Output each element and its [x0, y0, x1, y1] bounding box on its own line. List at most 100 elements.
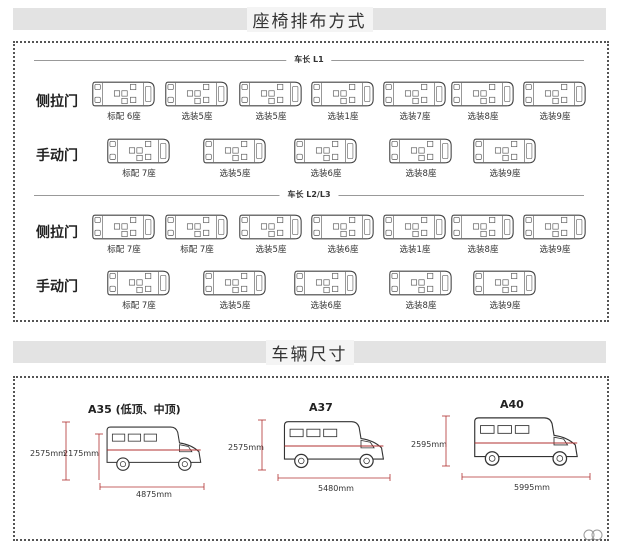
section-l23: 车长 L2/L3 — [34, 189, 584, 200]
a37-height: 2575mm — [228, 443, 264, 452]
layout-caption: 选装5座 — [255, 112, 287, 122]
dimensions-panel — [13, 376, 609, 541]
layout-diagram: 选装8座 — [447, 213, 519, 255]
layout-caption: 选装5座 — [219, 301, 251, 311]
layout-caption: 选装9座 — [539, 245, 571, 255]
van-top-view-icon — [381, 213, 449, 241]
row-label-side-door: 侧拉门 — [36, 94, 78, 110]
row-label-manual-door: 手动门 — [36, 148, 78, 164]
layout-caption: 标配 6座 — [107, 112, 141, 122]
van-top-view-icon — [292, 269, 360, 297]
van-top-view-icon — [387, 137, 455, 165]
layout-caption: 选装5座 — [219, 169, 251, 179]
layout-caption: 选装1座 — [327, 112, 359, 122]
section-l23-label: 车长 L2/L3 — [279, 189, 339, 200]
a37-van-side-icon — [276, 418, 390, 474]
van-top-view-icon — [237, 80, 305, 108]
layout-diagram: 选装5座 — [235, 80, 307, 122]
seating-panel — [13, 41, 609, 322]
a35-title: A35 (低顶、中顶) — [88, 403, 181, 416]
layout-caption: 标配 7座 — [122, 301, 156, 311]
van-top-view-icon — [163, 80, 231, 108]
section-l1: 车长 L1 — [34, 54, 584, 65]
layout-diagram: 选装6座 — [307, 213, 379, 255]
section-l1-label: 车长 L1 — [286, 54, 332, 65]
a35-height-2: 2175mm — [63, 449, 99, 458]
layout-diagram: 选装7座 — [379, 80, 451, 122]
van-top-view-icon — [237, 213, 305, 241]
van-top-view-icon — [163, 213, 231, 241]
layout-diagram: 选装6座 — [290, 269, 362, 311]
dimensions-header: 车辆尺寸 — [13, 339, 606, 365]
van-top-view-icon — [90, 80, 158, 108]
layout-diagram: 标配 7座 — [161, 213, 233, 255]
van-top-view-icon — [449, 213, 517, 241]
layout-caption: 选装9座 — [539, 112, 571, 122]
seating-title: 座椅排布方式 — [246, 6, 373, 32]
van-top-view-icon — [449, 80, 517, 108]
layout-diagram: 标配 7座 — [103, 137, 175, 179]
a35-dimension-lines — [62, 421, 205, 490]
layout-diagram: 标配 7座 — [103, 269, 175, 311]
van-top-view-icon — [105, 137, 173, 165]
layout-caption: 选装8座 — [467, 245, 499, 255]
layout-diagram: 选装9座 — [519, 213, 591, 255]
layout-caption: 选装6座 — [310, 301, 342, 311]
layout-diagram: 选装9座 — [519, 80, 591, 122]
a37-dimension-lines — [258, 419, 391, 481]
layout-diagram: 选装9座 — [469, 269, 541, 311]
a40-title: A40 — [500, 398, 524, 411]
layout-diagram: 选装6座 — [290, 137, 362, 179]
layout-caption: 标配 7座 — [107, 245, 141, 255]
van-top-view-icon — [201, 269, 269, 297]
van-top-view-icon — [387, 269, 455, 297]
van-top-view-icon — [90, 213, 158, 241]
a40-height: 2595mm — [411, 440, 447, 449]
layout-diagram: 选装5座 — [199, 137, 271, 179]
layout-diagram: 标配 6座 — [88, 80, 160, 122]
layout-diagram: 选装8座 — [447, 80, 519, 122]
layout-diagram: 选装8座 — [385, 137, 457, 179]
a40-length: 5995mm — [514, 483, 550, 492]
layout-caption: 选装9座 — [489, 301, 521, 311]
layout-caption: 选装1座 — [399, 245, 431, 255]
van-top-view-icon — [471, 137, 539, 165]
layout-diagram: 选装8座 — [385, 269, 457, 311]
layout-caption: 选装7座 — [399, 112, 431, 122]
layout-diagram: 选装1座 — [379, 213, 451, 255]
layout-caption: 选装6座 — [327, 245, 359, 255]
seating-header: 座椅排布方式 — [13, 6, 606, 32]
a35-length: 4875mm — [136, 490, 172, 499]
layout-caption: 选装8座 — [405, 301, 437, 311]
van-top-view-icon — [521, 213, 589, 241]
a40-dimension-lines — [442, 415, 591, 480]
layout-caption: 选装5座 — [181, 112, 213, 122]
row-label-side-door: 侧拉门 — [36, 225, 78, 241]
van-top-view-icon — [309, 80, 377, 108]
van-top-view-icon — [201, 137, 269, 165]
watermark-logo-icon — [583, 529, 603, 541]
layout-diagram: 选装5座 — [199, 269, 271, 311]
van-top-view-icon — [381, 80, 449, 108]
layout-caption: 标配 7座 — [180, 245, 214, 255]
row-label-manual-door: 手动门 — [36, 279, 78, 295]
van-top-view-icon — [292, 137, 360, 165]
dimensions-title: 车辆尺寸 — [265, 339, 354, 365]
layout-diagram: 选装5座 — [161, 80, 233, 122]
layout-caption: 选装6座 — [310, 169, 342, 179]
layout-diagram: 选装9座 — [469, 137, 541, 179]
a35-height-1: 2575mm — [30, 449, 66, 458]
a37-length: 5480mm — [318, 484, 354, 493]
layout-caption: 选装5座 — [255, 245, 287, 255]
layout-diagram: 选装5座 — [235, 213, 307, 255]
van-top-view-icon — [521, 80, 589, 108]
layout-diagram: 选装1座 — [307, 80, 379, 122]
van-top-view-icon — [105, 269, 173, 297]
a35-van-side-icon — [100, 422, 206, 478]
layout-caption: 选装8座 — [405, 169, 437, 179]
layout-caption: 标配 7座 — [122, 169, 156, 179]
van-top-view-icon — [471, 269, 539, 297]
van-top-view-icon — [309, 213, 377, 241]
layout-diagram: 标配 7座 — [88, 213, 160, 255]
layout-caption: 选装9座 — [489, 169, 521, 179]
